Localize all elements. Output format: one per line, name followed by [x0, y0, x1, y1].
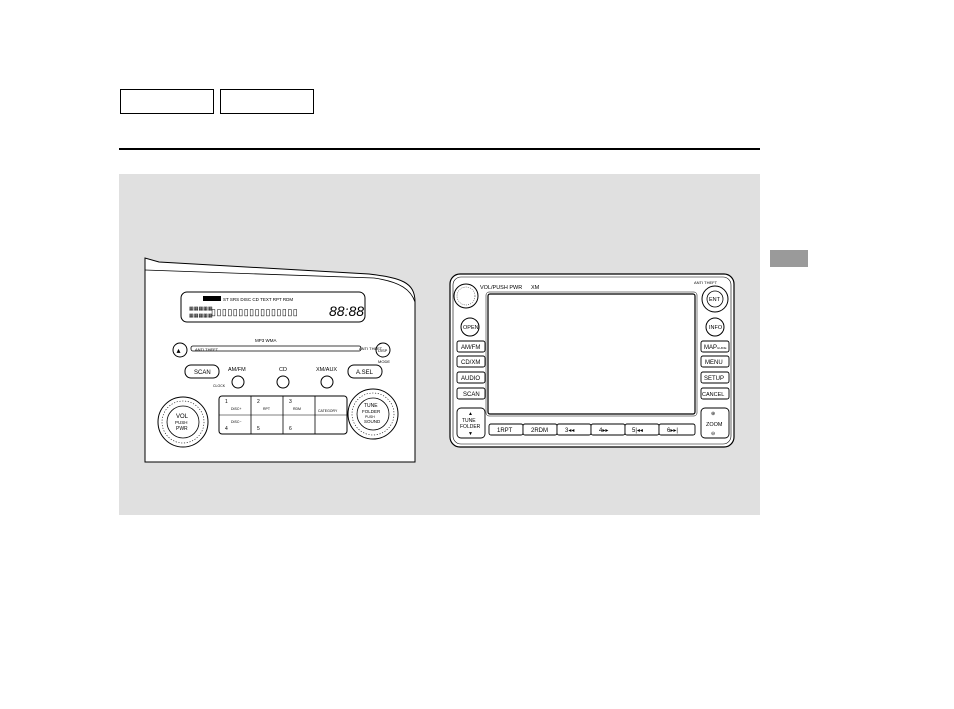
svg-text:CD/XM: CD/XM	[461, 360, 480, 366]
svg-text:PUSH: PUSH	[175, 420, 188, 425]
nav-zoom-rocker[interactable]	[700, 407, 730, 439]
preset-6[interactable]: 6	[289, 426, 292, 432]
console-xmaux-button[interactable]	[320, 375, 334, 389]
svg-text:MENU: MENU	[705, 360, 723, 366]
svg-text:1RPT: 1RPT	[497, 428, 513, 434]
preset-5[interactable]: 5	[257, 426, 260, 432]
slot-label: MP3 WMA	[255, 338, 277, 343]
svg-text:2RDM: 2RDM	[531, 428, 548, 434]
svg-text:A.SEL: A.SEL	[356, 370, 374, 376]
header-rule	[119, 148, 760, 150]
svg-text:SETUP: SETUP	[704, 376, 724, 382]
svg-text:ANTI THEFT: ANTI THEFT	[359, 346, 383, 351]
header-tab-2	[220, 89, 314, 114]
nav-vol-knob[interactable]	[453, 283, 479, 309]
svg-text:GUIDE: GUIDE	[717, 346, 727, 350]
console-scan-button[interactable]	[184, 364, 220, 379]
lcd-display	[180, 291, 366, 323]
nav-unit-illustration: VOL/PUSH PWR XM ANTI THEFT ENT OPEN INFO…	[449, 273, 735, 448]
svg-text:OPEN: OPEN	[463, 325, 479, 331]
svg-text:3◂◂: 3◂◂	[565, 428, 574, 434]
nav-cancel-button[interactable]	[700, 387, 730, 400]
illustration-panel: ST SRS DISC CD TEXT RPT RDM ▦▦▦▦▦ ▦▦▦▦▦ …	[119, 174, 760, 515]
nav-scan-button[interactable]	[456, 387, 486, 400]
nav-menu-button[interactable]	[700, 355, 730, 368]
vol-knob[interactable]: VOL PUSH PWR	[157, 396, 209, 448]
svg-text:CLOCK: CLOCK	[213, 384, 226, 388]
svg-text:FOLDER: FOLDER	[460, 424, 481, 430]
eject-icon: ▴	[177, 346, 181, 355]
svg-text:SOUND: SOUND	[364, 419, 381, 424]
nav-tune-folder-rocker[interactable]	[456, 407, 486, 439]
svg-text:⊕: ⊕	[711, 411, 715, 417]
svg-text:INFO: INFO	[709, 325, 723, 331]
section-tab	[770, 250, 808, 267]
nav-preset-row: 1RPT 2RDM 3◂◂ 4▸▸ 5|◂◂ 6▸▸|	[488, 423, 696, 436]
svg-text:RDM: RDM	[293, 407, 301, 411]
open-button[interactable]	[460, 317, 480, 337]
eject-button[interactable]	[172, 342, 188, 358]
preset-3[interactable]: 3	[289, 399, 292, 405]
svg-text:ENT: ENT	[709, 297, 721, 303]
svg-text:RPT: RPT	[263, 407, 271, 411]
nav-right-buttons: MAP GUIDE MENU SETUP CANCEL	[700, 340, 730, 400]
svg-text:▯▯▯▯▯▯▯▯▯▯▯▯▯▯▯▯: ▯▯▯▯▯▯▯▯▯▯▯▯▯▯▯▯	[211, 307, 298, 317]
svg-text:VOL: VOL	[176, 414, 189, 420]
nav-amfm-button[interactable]	[456, 340, 486, 353]
svg-text:MAP: MAP	[704, 345, 717, 351]
svg-text:AM/FM: AM/FM	[461, 345, 480, 351]
lcd-segments: ST SRS DISC CD TEXT RPT RDM	[223, 297, 293, 302]
info-button[interactable]	[705, 317, 725, 337]
nav-screen	[487, 293, 696, 415]
svg-text:▲: ▲	[468, 411, 473, 417]
nav-left-buttons: AM/FM CD/XM AUDIO SCAN	[456, 340, 486, 400]
console-amfm-button[interactable]	[231, 375, 245, 389]
svg-text:XM: XM	[531, 285, 540, 291]
svg-text:DISC−: DISC−	[231, 420, 241, 424]
svg-text:SCAN: SCAN	[194, 370, 211, 376]
svg-text:6▸▸|: 6▸▸|	[667, 428, 678, 434]
svg-text:CANCEL: CANCEL	[702, 392, 724, 398]
preset-1[interactable]: 1	[225, 399, 228, 405]
audio-console-illustration: ST SRS DISC CD TEXT RPT RDM ▦▦▦▦▦ ▦▦▦▦▦ …	[144, 257, 416, 463]
svg-text:AM/FM: AM/FM	[228, 367, 246, 373]
console-asel-button[interactable]	[347, 364, 383, 379]
svg-text:DISP: DISP	[378, 348, 388, 353]
svg-text:4▸▸: 4▸▸	[599, 428, 608, 434]
svg-text:ANTI THEFT: ANTI THEFT	[195, 347, 219, 352]
svg-text:PUSH: PUSH	[365, 415, 375, 419]
cd-slot	[190, 345, 362, 352]
svg-text:PWR: PWR	[176, 426, 188, 432]
nav-audio-button[interactable]	[456, 371, 486, 384]
svg-text:SCAN: SCAN	[463, 392, 480, 398]
header-tab-1	[120, 89, 214, 114]
nav-setup-button[interactable]	[700, 371, 730, 384]
disp-button[interactable]	[375, 342, 391, 358]
svg-text:⊖: ⊖	[711, 431, 715, 437]
svg-text:AUDIO: AUDIO	[461, 376, 480, 382]
svg-text:DISC+: DISC+	[231, 407, 241, 411]
svg-text:VOL/PUSH PWR: VOL/PUSH PWR	[480, 285, 522, 291]
preset-2[interactable]: 2	[257, 399, 260, 405]
svg-text:ANTI THEFT: ANTI THEFT	[694, 280, 718, 285]
svg-text:MODE: MODE	[378, 359, 390, 364]
lcd-time: 88:88	[329, 303, 364, 319]
nav-cdxm-button[interactable]	[456, 355, 486, 368]
svg-text:TUNE: TUNE	[462, 418, 476, 424]
svg-text:▼: ▼	[468, 431, 473, 437]
svg-text:TUNE: TUNE	[364, 403, 378, 409]
svg-text:CD: CD	[279, 367, 287, 373]
svg-text:ZOOM: ZOOM	[706, 422, 723, 428]
svg-text:XM/AUX: XM/AUX	[316, 367, 337, 373]
nav-map-button[interactable]	[700, 340, 730, 353]
svg-text:▦▦▦▦▦: ▦▦▦▦▦	[189, 306, 213, 312]
nav-preset-6[interactable]	[658, 423, 696, 436]
svg-text:CATEGORY: CATEGORY	[318, 409, 338, 413]
console-cd-button[interactable]	[276, 375, 290, 389]
svg-text:▦▦▦▦▦: ▦▦▦▦▦	[189, 313, 213, 319]
preset-4[interactable]: 4	[225, 426, 228, 432]
tune-knob[interactable]: TUNE FOLDER PUSH SOUND	[347, 388, 399, 440]
svg-text:5|◂◂: 5|◂◂	[632, 428, 643, 434]
svg-text:FOLDER: FOLDER	[362, 409, 381, 414]
